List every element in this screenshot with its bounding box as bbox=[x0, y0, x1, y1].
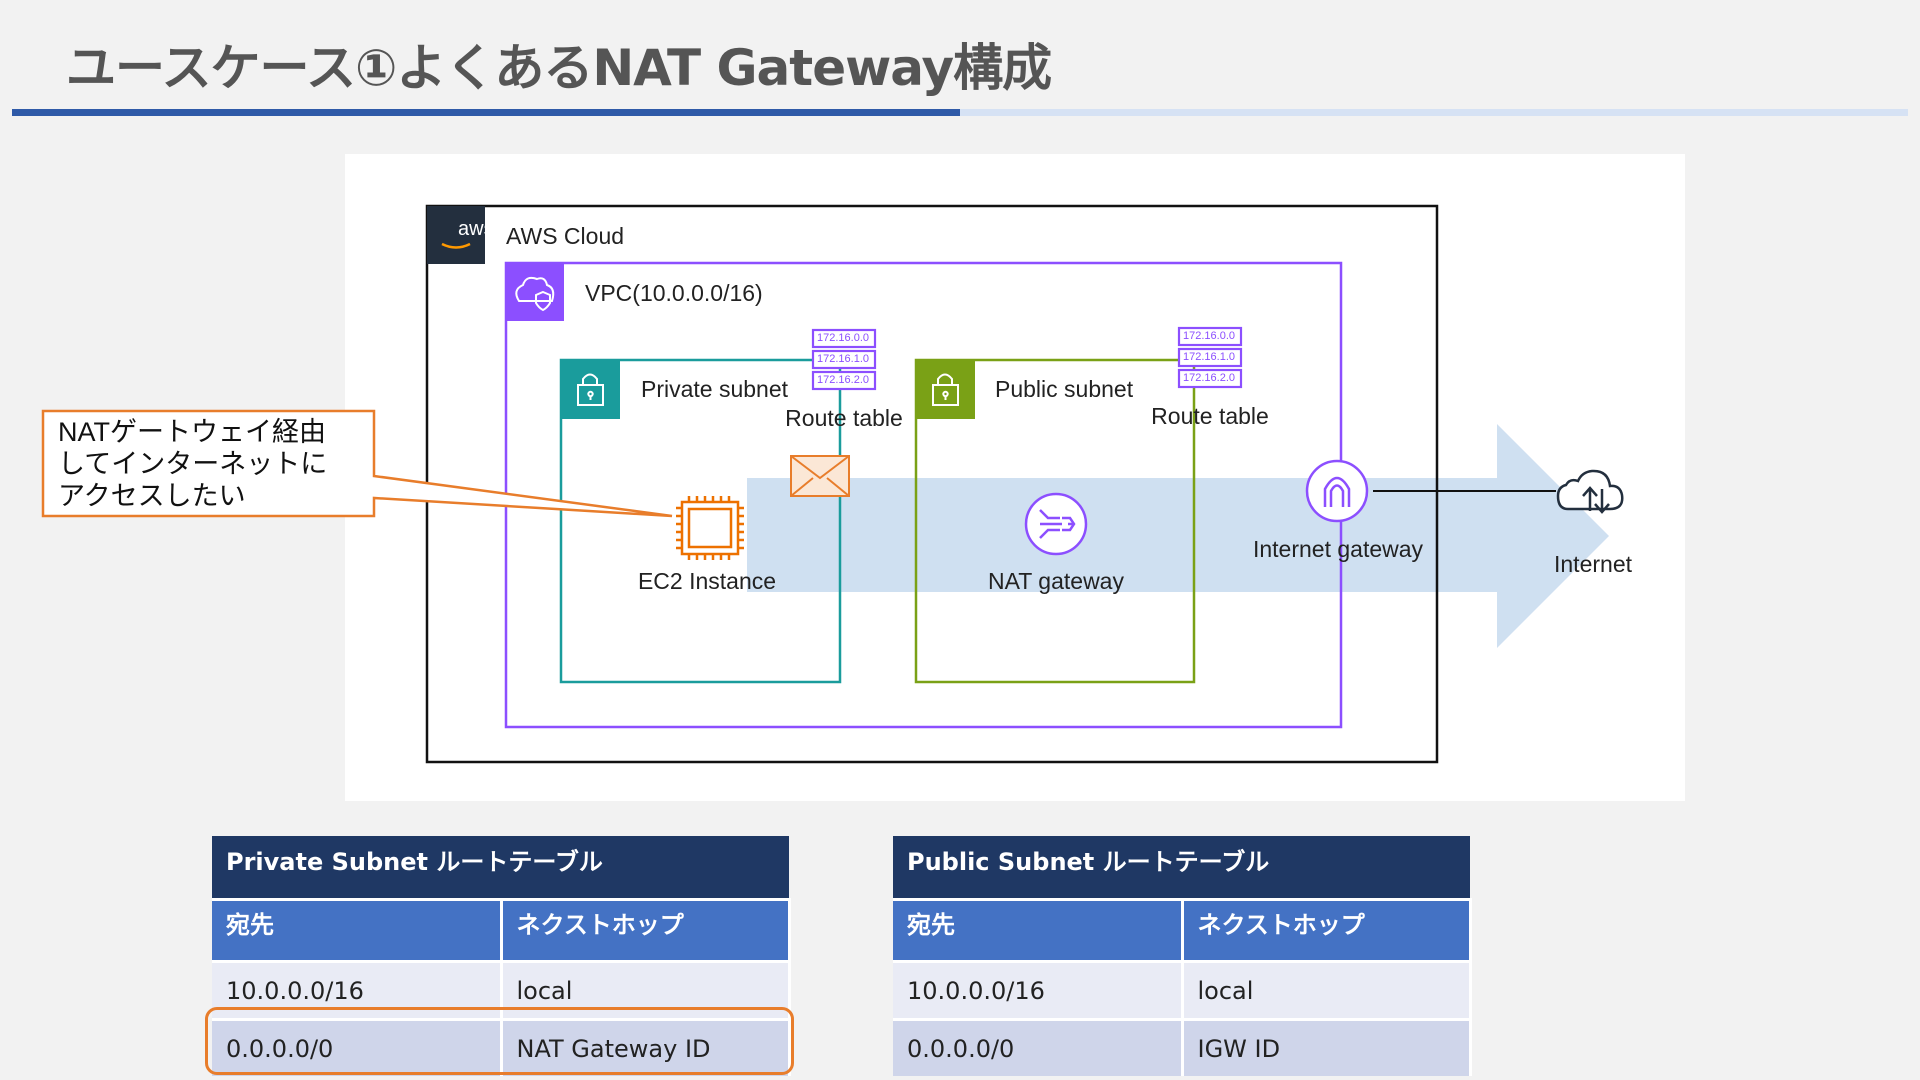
table-title: Private Subnet ルートテーブル bbox=[212, 836, 789, 901]
table-row: 0.0.0.0/0 NAT Gateway ID bbox=[212, 1019, 791, 1076]
aws-logo-text: aws bbox=[458, 218, 494, 240]
ec2-instance-label: EC2 Instance bbox=[637, 568, 777, 594]
table-cell: 0.0.0.0/0 bbox=[212, 1019, 503, 1076]
vpc-label: VPC(10.0.0.0/16) bbox=[585, 280, 763, 306]
private-subnet-icon-bg bbox=[561, 360, 620, 419]
column-header: ネクストホップ bbox=[1182, 899, 1472, 963]
slide-title: ユースケース①よくあるNAT Gateway構成 bbox=[66, 39, 1052, 97]
callout-line: NATゲートウェイ経由 bbox=[58, 417, 326, 447]
table-row: 10.0.0.0/16 local bbox=[893, 961, 1472, 1021]
route-table-entry: 172.16.0.0 bbox=[1183, 330, 1235, 342]
callout-line: してインターネットに bbox=[58, 449, 328, 479]
ec2-instance-icon bbox=[676, 496, 744, 560]
callout-text: NATゲートウェイ経由 してインターネットに アクセスしたい bbox=[58, 416, 358, 512]
private-route-table-label: Route table bbox=[785, 405, 903, 431]
callout-bubble bbox=[41, 409, 673, 518]
nat-gateway-label: NAT gateway bbox=[988, 568, 1124, 594]
internet-cloud-icon bbox=[1556, 469, 1624, 514]
public-subnet-label: Public subnet bbox=[995, 376, 1134, 402]
column-header: ネクストホップ bbox=[501, 899, 791, 963]
table-title: Public Subnet ルートテーブル bbox=[893, 836, 1471, 901]
vpc-cloud-shield-icon bbox=[515, 276, 555, 312]
route-table-icon bbox=[1177, 326, 1243, 389]
internet-gateway-icon bbox=[1305, 459, 1369, 523]
table-cell: IGW ID bbox=[1182, 1019, 1472, 1076]
internet-label: Internet bbox=[1554, 551, 1632, 577]
route-table-entry: 172.16.1.0 bbox=[817, 353, 869, 365]
aws-smile-icon bbox=[441, 242, 471, 249]
lock-icon bbox=[932, 373, 959, 406]
table-cell: 0.0.0.0/0 bbox=[893, 1019, 1184, 1076]
nat-gateway-icon bbox=[1024, 492, 1088, 556]
aws-cloud-label: AWS Cloud bbox=[506, 223, 625, 249]
column-header: 宛先 bbox=[893, 899, 1184, 963]
table-row: 0.0.0.0/0 IGW ID bbox=[893, 1019, 1472, 1076]
aws-logo bbox=[427, 206, 485, 264]
envelope-icon bbox=[790, 455, 850, 497]
public-route-table: Public Subnet ルートテーブル 宛先 ネクストホップ 10.0.0.… bbox=[893, 836, 1472, 1076]
title-underline bbox=[12, 109, 960, 116]
public-subnet-group bbox=[914, 358, 1196, 684]
public-subnet-icon-bg bbox=[916, 360, 975, 419]
private-route-table: Private Subnet ルートテーブル 宛先 ネクストホップ 10.0.0… bbox=[212, 836, 791, 1076]
table-cell: 10.0.0.0/16 bbox=[893, 961, 1184, 1021]
route-table-entry: 172.16.2.0 bbox=[817, 374, 869, 386]
route-table-entry: 172.16.2.0 bbox=[1183, 372, 1235, 384]
private-subnet-label: Private subnet bbox=[641, 376, 789, 402]
vpc-icon-bg bbox=[506, 263, 564, 321]
highlight-box bbox=[205, 1007, 794, 1075]
table-cell: NAT Gateway ID bbox=[501, 1019, 791, 1076]
title-underline-light bbox=[960, 109, 1908, 116]
route-table-entry: 172.16.0.0 bbox=[817, 332, 869, 344]
column-header: 宛先 bbox=[212, 899, 503, 963]
private-subnet-group bbox=[559, 358, 842, 684]
internet-gateway-label: Internet gateway bbox=[1252, 536, 1424, 562]
public-route-table-label: Route table bbox=[1151, 403, 1269, 429]
table-cell: local bbox=[501, 961, 791, 1021]
callout-line: アクセスしたい bbox=[58, 481, 246, 511]
lock-icon bbox=[577, 373, 604, 406]
table-cell: local bbox=[1182, 961, 1472, 1021]
traffic-flow-arrow bbox=[747, 424, 1609, 648]
route-table-icon bbox=[811, 328, 877, 391]
route-table-entry: 172.16.1.0 bbox=[1183, 351, 1235, 363]
